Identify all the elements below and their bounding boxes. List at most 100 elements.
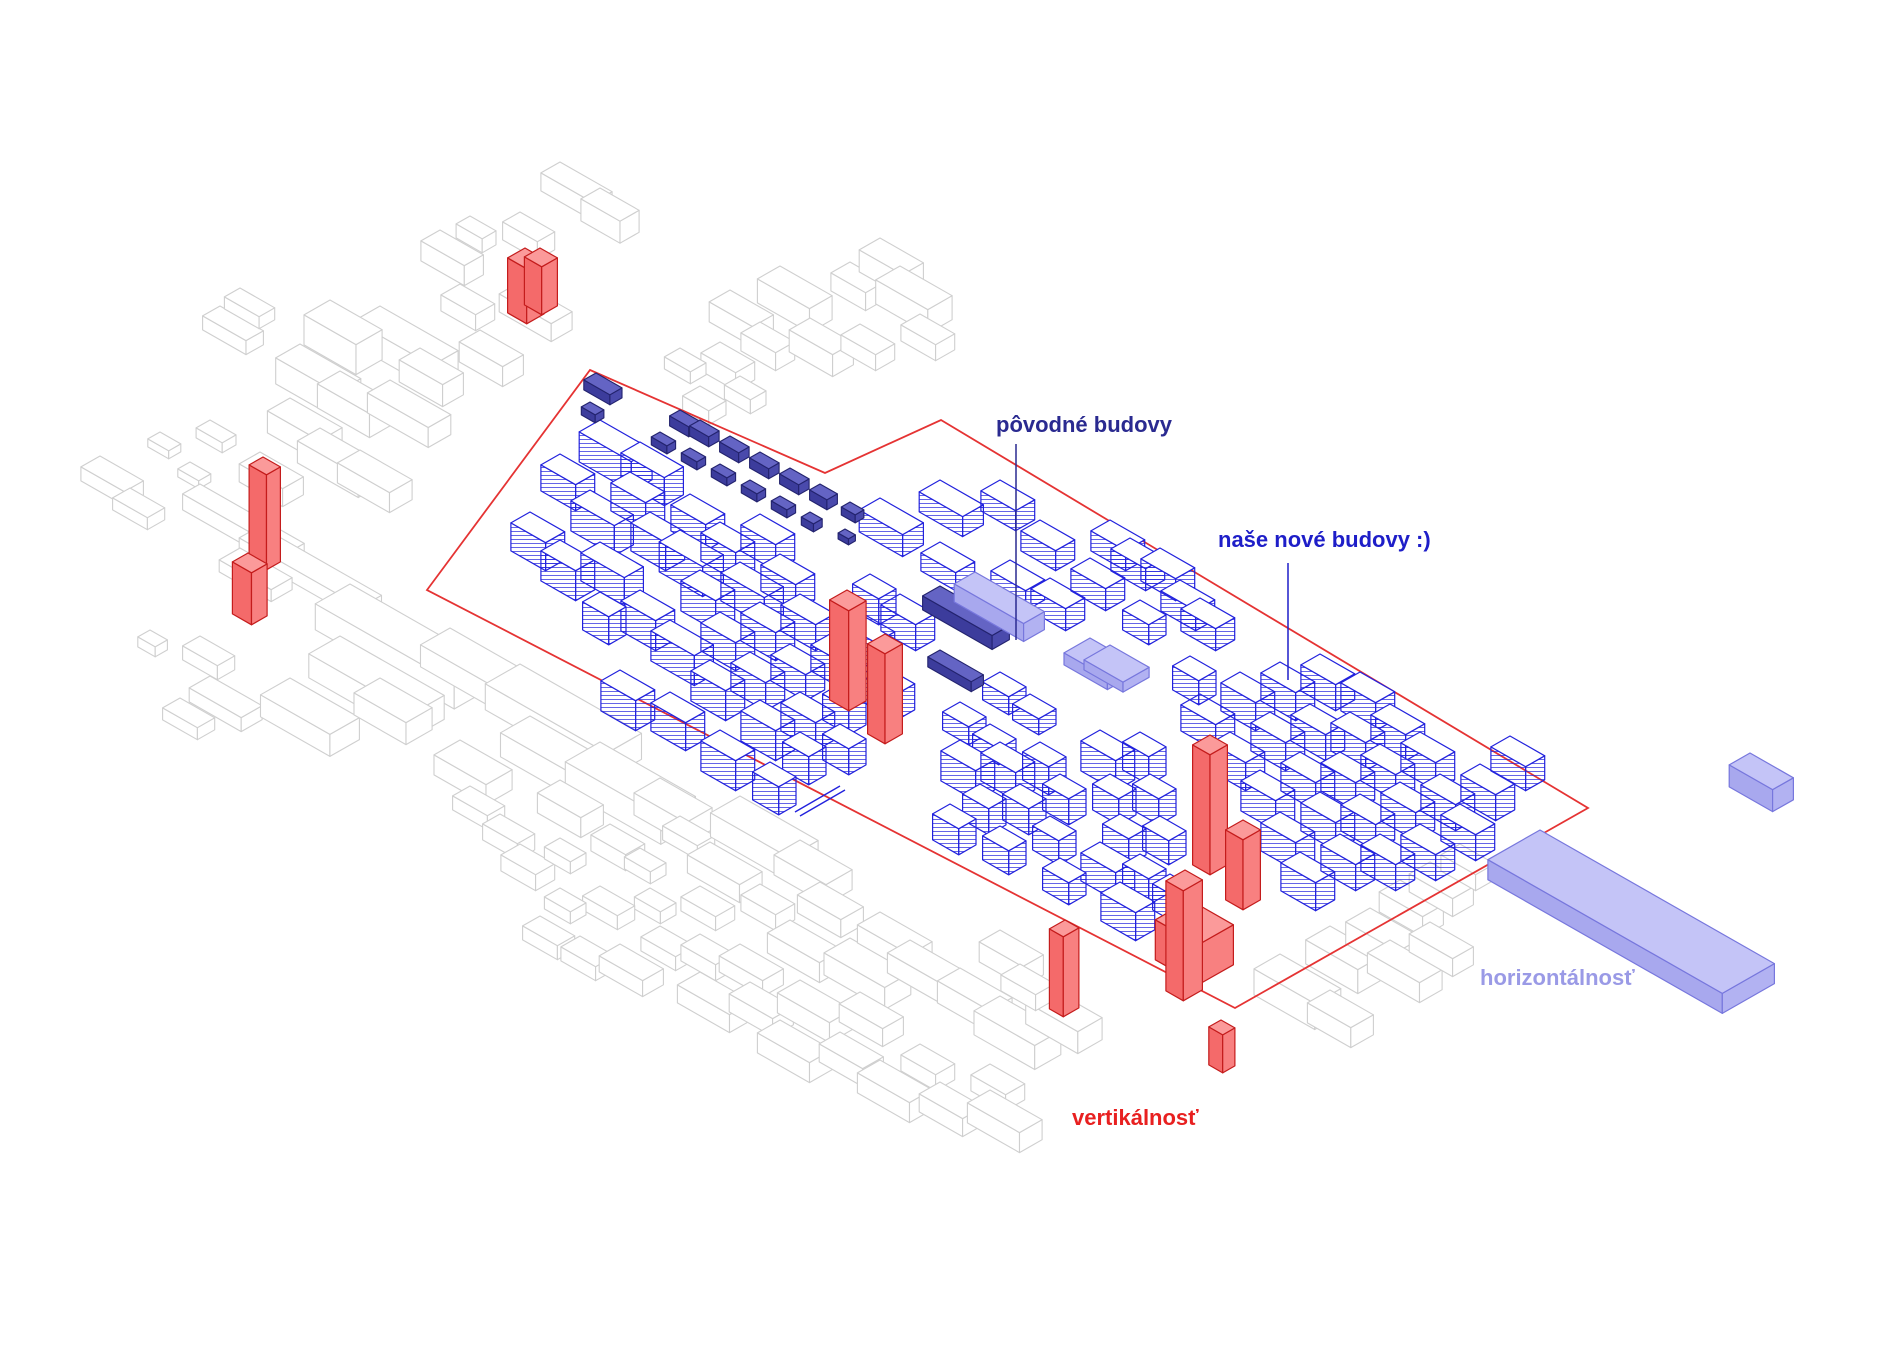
vertical-tower-face-left <box>866 643 886 745</box>
context-block-roof <box>598 943 664 982</box>
context-block-roof <box>162 697 216 729</box>
context-block <box>195 419 237 454</box>
original-block <box>689 419 720 448</box>
new-block <box>1121 731 1167 786</box>
context-block-roof <box>856 1059 933 1104</box>
new-block-roof <box>1080 841 1136 874</box>
new-block-roof <box>700 729 756 762</box>
original-block <box>800 511 823 533</box>
context-block <box>543 887 587 925</box>
original-block <box>837 528 856 546</box>
new-block-roof <box>858 497 925 536</box>
new-block <box>1070 557 1126 612</box>
new-block <box>918 479 985 538</box>
context-block-roof <box>195 419 237 444</box>
vertical-tower-roof <box>1165 869 1204 892</box>
original-block-roof <box>809 483 838 501</box>
vertical-tower <box>828 589 867 712</box>
context-block-roof <box>543 837 587 863</box>
vertical-tower-face-right <box>848 600 867 712</box>
new-block-roof <box>1140 547 1196 580</box>
vertical-tower-face-left <box>1224 829 1244 911</box>
context-block <box>966 1089 1043 1154</box>
original-block-roof <box>680 447 707 463</box>
horizontal-block <box>1487 829 1776 1015</box>
context-block-roof <box>840 323 896 356</box>
context-block <box>1408 921 1474 978</box>
new-block-roof <box>781 731 827 758</box>
vertical-tower-face-right <box>1209 744 1229 876</box>
context-block-roof <box>663 347 707 373</box>
horizontal-block <box>1728 752 1795 813</box>
context-block-roof <box>502 211 556 243</box>
vertical-tower <box>866 633 904 745</box>
new-block <box>851 573 897 626</box>
context-block-roof <box>590 823 646 856</box>
new-block <box>961 783 1007 836</box>
new-block <box>1141 815 1187 866</box>
context-block-roof <box>1408 921 1474 960</box>
context-block <box>202 305 264 356</box>
original-block <box>922 585 1010 651</box>
context-block-roof <box>723 375 767 401</box>
horizontal-block <box>1083 644 1150 693</box>
new-block-roof <box>650 691 706 724</box>
context-block-roof <box>259 677 360 735</box>
vertical-tower-face-right <box>1222 1027 1236 1074</box>
context-block <box>500 843 556 892</box>
context-block <box>420 229 484 287</box>
context-block <box>598 943 664 998</box>
original-block <box>740 479 767 503</box>
original-block <box>840 501 865 524</box>
context-block-roof <box>966 1089 1043 1134</box>
context-block-roof <box>137 629 168 648</box>
original-block-roof <box>710 463 737 479</box>
new-block <box>1030 577 1086 632</box>
context-block <box>543 837 587 875</box>
label-verticality: vertikálnosť <box>1072 1105 1199 1130</box>
context-block-roof <box>440 283 496 316</box>
context-block <box>740 321 796 372</box>
original-block <box>749 451 780 480</box>
vertical-tower-face-left <box>248 464 268 571</box>
original-block <box>809 483 838 511</box>
vertical-tower-face-left <box>1191 744 1211 876</box>
context-block-roof <box>433 739 513 786</box>
context-block <box>336 449 413 514</box>
context-block-roof <box>766 919 843 964</box>
new-block-roof <box>920 541 976 574</box>
context-block <box>398 347 464 408</box>
context-block-roof <box>536 779 604 819</box>
new-block-roof <box>1340 671 1396 704</box>
vertical-tower-roof <box>523 247 559 268</box>
new-block <box>1280 851 1336 912</box>
new-block-roof <box>1001 783 1047 810</box>
new-block <box>600 669 656 732</box>
context-block-roof <box>303 299 383 346</box>
context-block-roof <box>112 487 166 519</box>
new-block-roof <box>941 701 987 728</box>
context-block <box>137 629 168 658</box>
site-boundary <box>425 368 1590 1010</box>
context-block <box>840 323 896 372</box>
original-block <box>583 372 623 406</box>
context-block <box>259 677 360 757</box>
vertical-tower-roof <box>1048 919 1080 938</box>
context-block <box>756 1019 833 1084</box>
new-block <box>981 825 1027 876</box>
label-leaders <box>1015 444 1289 680</box>
context-block-roof <box>756 1019 833 1064</box>
context-block-roof <box>633 887 677 913</box>
new-block-roof <box>1131 773 1177 800</box>
new-block-roof <box>751 761 797 788</box>
new-block-roof <box>1141 815 1187 842</box>
new-block-roof <box>1021 741 1067 768</box>
context-block-roof <box>147 431 182 452</box>
new-block-roof <box>610 471 666 504</box>
new-block-roof <box>1121 599 1167 626</box>
new-block <box>650 691 706 752</box>
new-block-roof <box>600 669 656 702</box>
vertical-tower-face-left <box>1165 880 1184 1002</box>
horizontal-block-roof <box>953 571 1046 625</box>
